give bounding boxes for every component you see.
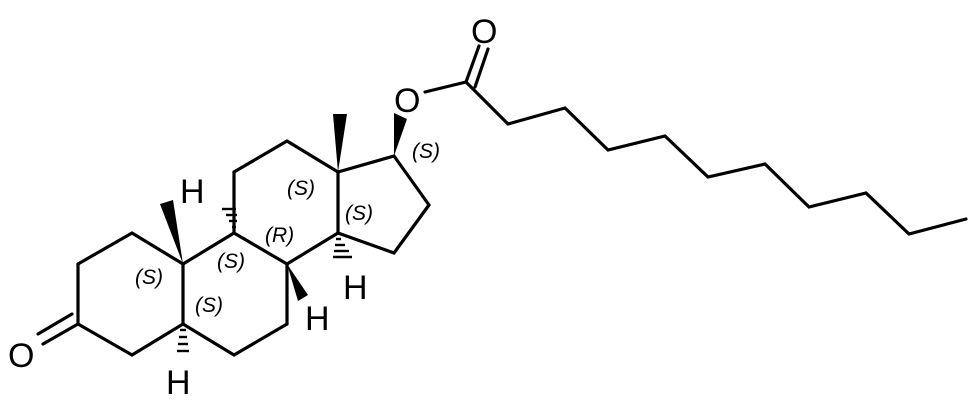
bond-c12-c13 xyxy=(285,139,340,174)
bond-carbonyl-co-b xyxy=(473,47,490,89)
hash-c9-h xyxy=(222,207,237,229)
bond-c11-c12 xyxy=(232,139,289,174)
stereo-descriptor-c14: (S) xyxy=(345,202,373,225)
bond-layer xyxy=(36,44,968,357)
stereo-descriptor-c5: (S) xyxy=(195,294,223,317)
bond-alkyl-chain xyxy=(464,80,968,236)
hash-c5-h xyxy=(177,328,189,353)
bond-c3-c4 xyxy=(76,322,134,357)
wedge-c13-methyl xyxy=(333,114,347,172)
bond-c10-c1 xyxy=(130,231,185,266)
stereo-descriptor-c10: (S) xyxy=(135,266,163,289)
stereo-descriptor-c9: (S) xyxy=(217,250,245,273)
atom-label-layer: O O O H H H H xyxy=(8,13,497,402)
hash-c14-h xyxy=(333,237,352,259)
bond-c9-c8 xyxy=(232,231,289,266)
hydrogen-c14-label: H xyxy=(343,269,368,307)
bond-c10-c9 xyxy=(181,231,236,266)
stereo-descriptor-c17: (S) xyxy=(412,140,440,163)
bond-c17-c16 xyxy=(392,154,431,207)
bond-c4-c5 xyxy=(130,322,185,357)
bond-c3-o-b xyxy=(36,312,74,336)
wedge-c17-ester-o xyxy=(394,113,407,156)
stereo-descriptor-c13: (S) xyxy=(287,177,315,200)
wedge-c8-h xyxy=(287,264,308,301)
wedge-c10-methyl xyxy=(160,200,183,264)
bond-c1-c2 xyxy=(76,231,134,266)
stereo-descriptor-c8: (R) xyxy=(265,224,294,247)
bond-c13-c17 xyxy=(336,154,396,174)
bond-c14-c8 xyxy=(285,231,340,266)
hydrogen-c9-label: H xyxy=(180,173,205,211)
bond-c15-c14 xyxy=(336,231,396,255)
bond-c3-o-a xyxy=(41,322,80,346)
stereo-label-layer: (S) (S) (S) (R) (S) (S) (S) xyxy=(135,140,440,317)
bond-c16-c15 xyxy=(392,203,431,255)
ester-oxygen-label: O xyxy=(394,82,420,120)
ketone-oxygen-label: O xyxy=(8,337,34,375)
carbonyl-oxygen-label: O xyxy=(471,13,497,51)
hydrogen-c8-label: H xyxy=(305,300,330,338)
bond-carbonyl-co-a xyxy=(464,44,481,84)
bond-c6-c5 xyxy=(181,322,236,357)
stereo-bond-layer xyxy=(160,113,407,353)
hydrogen-c5-label: H xyxy=(166,364,191,402)
bond-c7-c6 xyxy=(232,322,289,357)
bond-o-carbonyl-c xyxy=(423,80,468,94)
